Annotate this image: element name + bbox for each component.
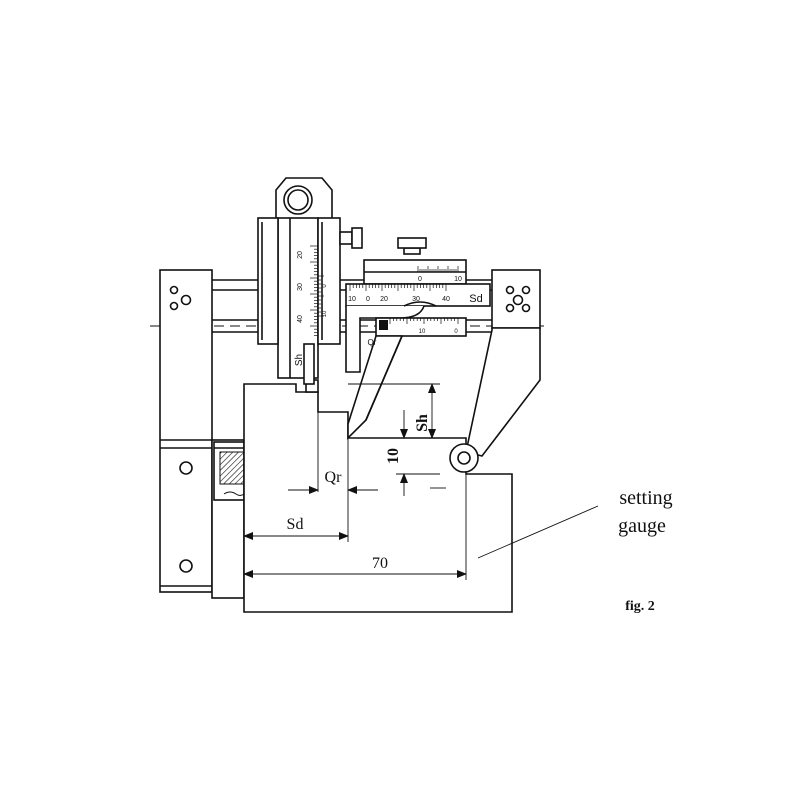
dimension-qr: Qr [325,469,343,486]
roller [449,443,479,473]
lower-vernier-qr-label: Qr [368,338,377,347]
dimension-lines [243,383,599,580]
main-tick-label: 20 [380,296,388,303]
main-scale-label: Sd [469,293,482,305]
vertical-probe [303,343,315,385]
main-tick-label: 0 [366,296,370,303]
figure-caption: fig. 2 [625,599,655,614]
vertical-scale [310,245,324,336]
top-vernier-label: 0 [418,276,422,283]
top-vernier-label: 10 [454,276,462,283]
dimension-sh: Sh [414,414,431,432]
dimension-sd: Sd [287,516,304,533]
vertical-vernier-label: 10 [322,310,328,317]
main-tick-label: 40 [442,296,450,303]
dimension-70: 70 [372,555,388,572]
left-clamp-body [159,269,213,593]
left-strip [211,439,245,599]
callout-gauge: gauge [618,515,666,537]
main-tick-label: 30 [412,296,420,303]
callout-setting: setting [619,487,672,509]
horizontal-scales [349,266,459,324]
dimension-10: 10 [385,448,402,464]
lower-vernier-label: 0 [454,329,458,335]
vertical-tick-label: 20 [297,251,304,259]
vertical-scale-label: Sh [294,354,305,366]
main-tick-label: 10 [348,296,356,303]
machine-body [243,379,513,613]
vertical-tick-label: 40 [297,315,304,323]
vertical-vernier-label: 0 [322,284,328,288]
right-clamp [465,269,541,457]
lower-vernier-label: 10 [419,329,426,335]
vertical-tick-label: 30 [297,283,304,291]
